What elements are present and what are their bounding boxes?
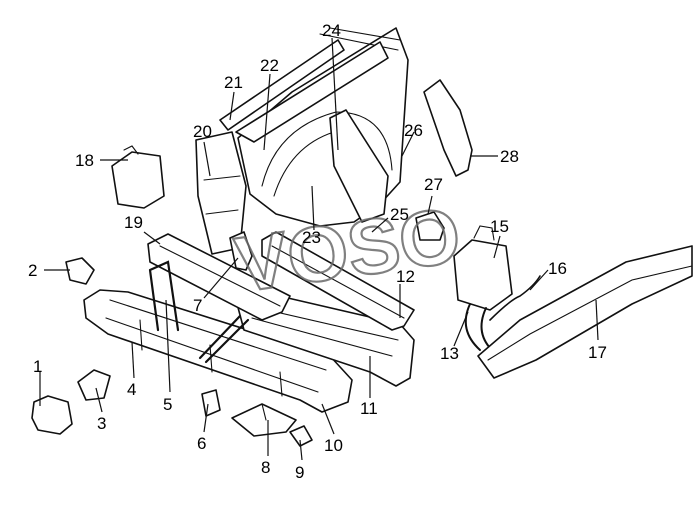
upper-rail — [219, 39, 389, 143]
callout-19: 19 — [124, 213, 143, 232]
leader-lines — [39, 37, 599, 461]
callout-1: 1 — [33, 357, 42, 376]
radiator-support-beam — [147, 233, 291, 321]
wiring-harness — [489, 275, 541, 321]
small-bracket-27 — [415, 211, 445, 241]
callout-5: 5 — [163, 395, 172, 414]
callout-26: 26 — [404, 121, 423, 140]
callout-25: 25 — [390, 205, 409, 224]
callout-6: 6 — [197, 434, 206, 453]
callout-15: 15 — [490, 217, 509, 236]
callout-4: 4 — [127, 380, 136, 399]
mount-bracket-2 — [65, 257, 95, 285]
callout-28: 28 — [500, 147, 519, 166]
callout-9: 9 — [295, 463, 304, 482]
callout-23: 23 — [302, 228, 321, 247]
callout-11: 11 — [360, 399, 378, 418]
watermark: VOSO — [230, 190, 465, 309]
callout-2: 2 — [28, 261, 37, 280]
engine-mount — [31, 395, 73, 435]
bracket-6 — [201, 389, 221, 417]
callout-24: 24 — [322, 21, 341, 40]
callout-20: 20 — [193, 122, 212, 141]
front-cross-beam — [261, 231, 415, 331]
callout-12: 12 — [396, 267, 415, 286]
bracket-9 — [289, 425, 313, 447]
callout-10: 10 — [324, 436, 343, 455]
callout-21: 21 — [224, 73, 243, 92]
callout-22: 22 — [260, 56, 279, 75]
coolant-expansion-tank — [453, 225, 513, 353]
chassis-side-rail — [477, 245, 693, 379]
callout-labels: 1 2 3 4 5 6 7 8 9 10 11 12 13 15 16 17 1… — [28, 21, 607, 482]
washer-reservoir — [111, 145, 165, 209]
apron-bracket — [329, 109, 389, 223]
callout-16: 16 — [548, 259, 567, 278]
callout-13: 13 — [440, 344, 459, 363]
bracket-8 — [231, 403, 297, 437]
callout-7: 7 — [193, 296, 202, 315]
callout-27: 27 — [424, 175, 443, 194]
pillar-reinforcement — [423, 79, 473, 177]
callout-17: 17 — [588, 343, 607, 362]
mount-bracket-3 — [77, 369, 111, 401]
callout-3: 3 — [97, 414, 106, 433]
callout-8: 8 — [261, 458, 270, 477]
strut-brace — [148, 260, 250, 364]
callout-18: 18 — [75, 151, 94, 170]
